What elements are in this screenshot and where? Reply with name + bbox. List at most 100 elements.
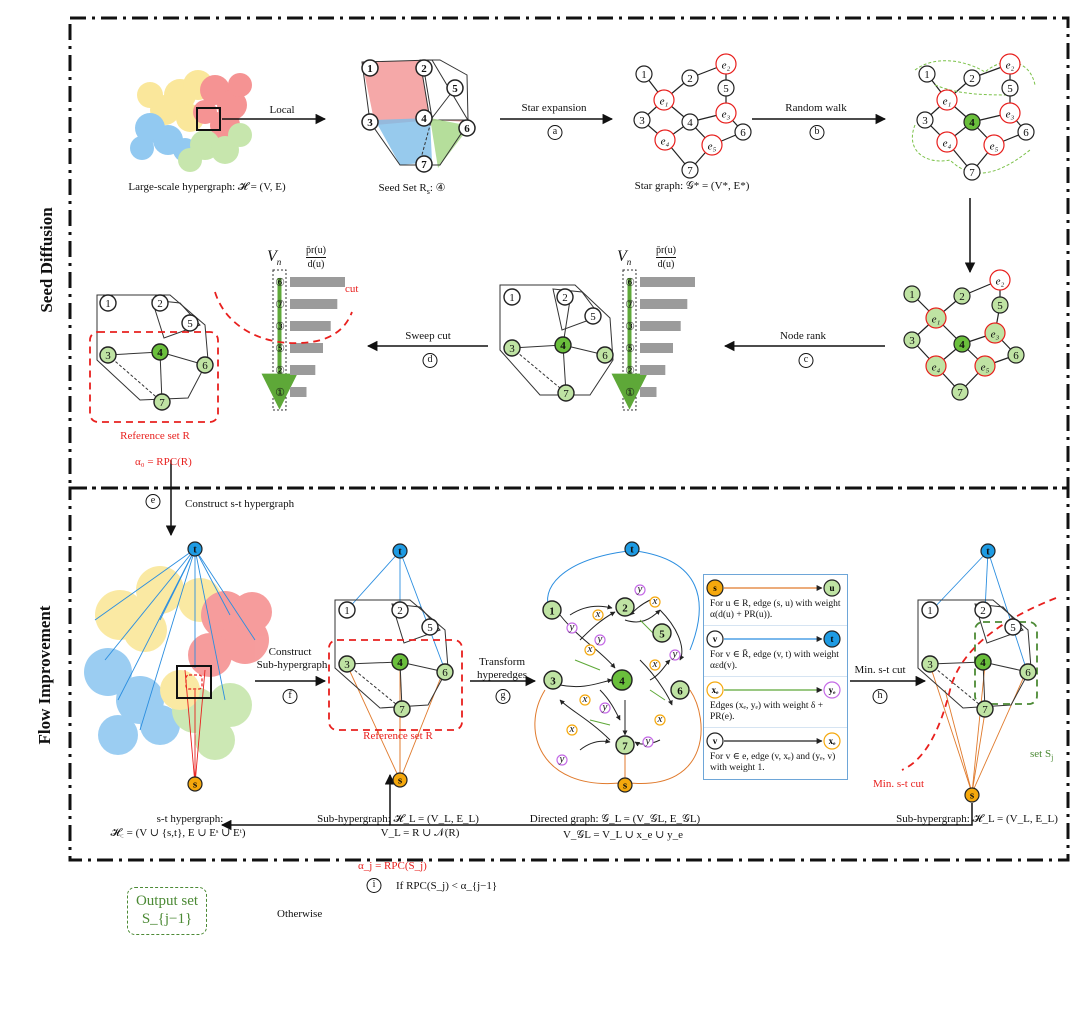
seed-node bbox=[415, 109, 433, 127]
graph-node-label: e₁ bbox=[660, 96, 669, 108]
graph-node-label: 3 bbox=[909, 335, 915, 347]
graph-node-label: x bbox=[652, 658, 658, 670]
graph-node-label: 3 bbox=[550, 675, 556, 687]
graph-node-label: 3 bbox=[105, 350, 111, 362]
ranked-hyperedge-node bbox=[925, 355, 947, 377]
sub-node bbox=[393, 700, 411, 718]
final-node bbox=[1004, 618, 1022, 636]
legend-from-node bbox=[706, 732, 724, 750]
graph-node-label: 6 bbox=[677, 685, 683, 697]
source-node bbox=[392, 772, 408, 788]
ranked-node bbox=[903, 331, 921, 349]
st-hypergraph-blob bbox=[84, 566, 272, 760]
graph-node-label: e₃ bbox=[1006, 109, 1015, 121]
graph-node-label: y bbox=[637, 583, 643, 595]
aux-y-node bbox=[566, 622, 578, 634]
graph-node-label: e₅ bbox=[981, 362, 990, 374]
seed-node bbox=[415, 155, 433, 173]
reference-node bbox=[181, 314, 199, 332]
final-hypergraph-edges bbox=[929, 550, 1027, 794]
st-caption-2: 𝓗꜀ = (V ∪ {s,t}, E ∪ Eˢ ∪ Eᵗ) bbox=[110, 827, 246, 839]
graph-node-label: t bbox=[398, 546, 402, 558]
graph-node-label: 1 bbox=[367, 63, 373, 75]
if-label: If RPC(S_j) < α_{j−1} bbox=[396, 880, 498, 892]
graph-node-label: 1 bbox=[909, 289, 915, 301]
rank-bar bbox=[290, 299, 338, 309]
graph-node-label: y bbox=[569, 621, 575, 633]
section-title-seed: Seed Diffusion bbox=[37, 207, 56, 313]
graph-node-label: 4 bbox=[619, 676, 625, 688]
graph-node-label: 1 bbox=[641, 69, 647, 81]
feedback-arrow bbox=[384, 773, 973, 826]
local-focus-box bbox=[176, 665, 212, 699]
graph-node-label: x bbox=[657, 713, 663, 725]
rank-bar bbox=[290, 277, 345, 287]
rank-node-label: ⑦ bbox=[625, 299, 635, 311]
rank-node-label: ⑥ bbox=[275, 277, 285, 289]
sub-node bbox=[421, 618, 439, 636]
sub-caption-2: V_L = R ∪ 𝒩(R) bbox=[380, 827, 460, 839]
graph-node-label: e₁ bbox=[943, 96, 952, 108]
legend-text: For u ∈ R, edge (s, u) with weight α(d(u… bbox=[710, 599, 841, 620]
graph-node-label: 6 bbox=[740, 127, 746, 139]
reference-node bbox=[153, 393, 171, 411]
star-hyperedge-node bbox=[715, 53, 737, 75]
graph-node-label: s bbox=[398, 775, 403, 787]
graph-node-label: s bbox=[193, 779, 198, 791]
legend-node-label: t bbox=[831, 634, 834, 644]
graph-node-label: 2 bbox=[421, 63, 427, 75]
output-set-label: Output set bbox=[135, 893, 199, 909]
sub-caption-1: Sub-hypergraph: 𝓗_L = (V_L, E_L) bbox=[317, 813, 479, 825]
directed-node bbox=[615, 597, 635, 617]
rank-node-label: ② bbox=[625, 365, 635, 377]
graph-node-label: 5 bbox=[659, 628, 665, 640]
final-node bbox=[974, 601, 992, 619]
rank-bar bbox=[640, 343, 673, 353]
graph-node-label: 4 bbox=[397, 657, 403, 669]
seed-node bbox=[458, 119, 476, 137]
construct-sub-label-1: Construct bbox=[268, 646, 312, 658]
graph-node-label: 4 bbox=[980, 657, 986, 669]
rank-header-v-left: Vn bbox=[267, 248, 282, 268]
graph-node-label: 1 bbox=[509, 292, 515, 304]
star-node bbox=[717, 79, 735, 97]
graph-node-label: e₄ bbox=[932, 362, 941, 374]
sweep-node bbox=[557, 384, 575, 402]
graph-node-label: e₃ bbox=[991, 329, 1000, 341]
aux-y-node bbox=[599, 702, 611, 714]
graph-node-label: 7 bbox=[563, 388, 569, 400]
sub-node bbox=[391, 653, 409, 671]
rank-node-label: ⑤ bbox=[275, 343, 285, 355]
legend-to-node bbox=[823, 630, 841, 648]
graph-node-label: x bbox=[569, 723, 575, 735]
graph-node-label: 6 bbox=[1013, 350, 1019, 362]
star-hyperedge-node bbox=[701, 134, 723, 156]
sweep-cut-label: Sweep cut bbox=[405, 330, 451, 342]
graph-node-label: 7 bbox=[159, 397, 165, 409]
sub-reference-label: Reference set R bbox=[363, 730, 433, 742]
local-focus-box bbox=[196, 107, 221, 131]
step-b-badge: b bbox=[809, 125, 825, 140]
rank-bar bbox=[640, 365, 666, 375]
sweep-node bbox=[596, 346, 614, 364]
final-node bbox=[1019, 663, 1037, 681]
legend-to-node bbox=[823, 681, 841, 699]
ranked-node bbox=[991, 296, 1009, 314]
construct-st-label: Construct s-t hypergraph bbox=[185, 498, 295, 510]
ranked-hyperedge-node bbox=[925, 307, 947, 329]
sub-node bbox=[391, 601, 409, 619]
seed-node bbox=[361, 59, 379, 77]
walk-hyperedge-node bbox=[983, 134, 1005, 156]
legend-node-label: xₑ bbox=[829, 736, 837, 746]
aux-x-node bbox=[579, 694, 591, 706]
final-caption: Sub-hypergraph: 𝓗_L = (V_L, E_L) bbox=[896, 813, 1058, 825]
walk-node bbox=[963, 69, 981, 87]
graph-node-label: e₅ bbox=[990, 141, 999, 153]
aux-x-node bbox=[654, 714, 666, 726]
walk-hyperedge-node bbox=[999, 53, 1021, 75]
graph-node-label: 5 bbox=[1010, 622, 1016, 634]
graph-node-label: e₂ bbox=[722, 60, 731, 72]
graph-node-label: y bbox=[672, 648, 678, 660]
